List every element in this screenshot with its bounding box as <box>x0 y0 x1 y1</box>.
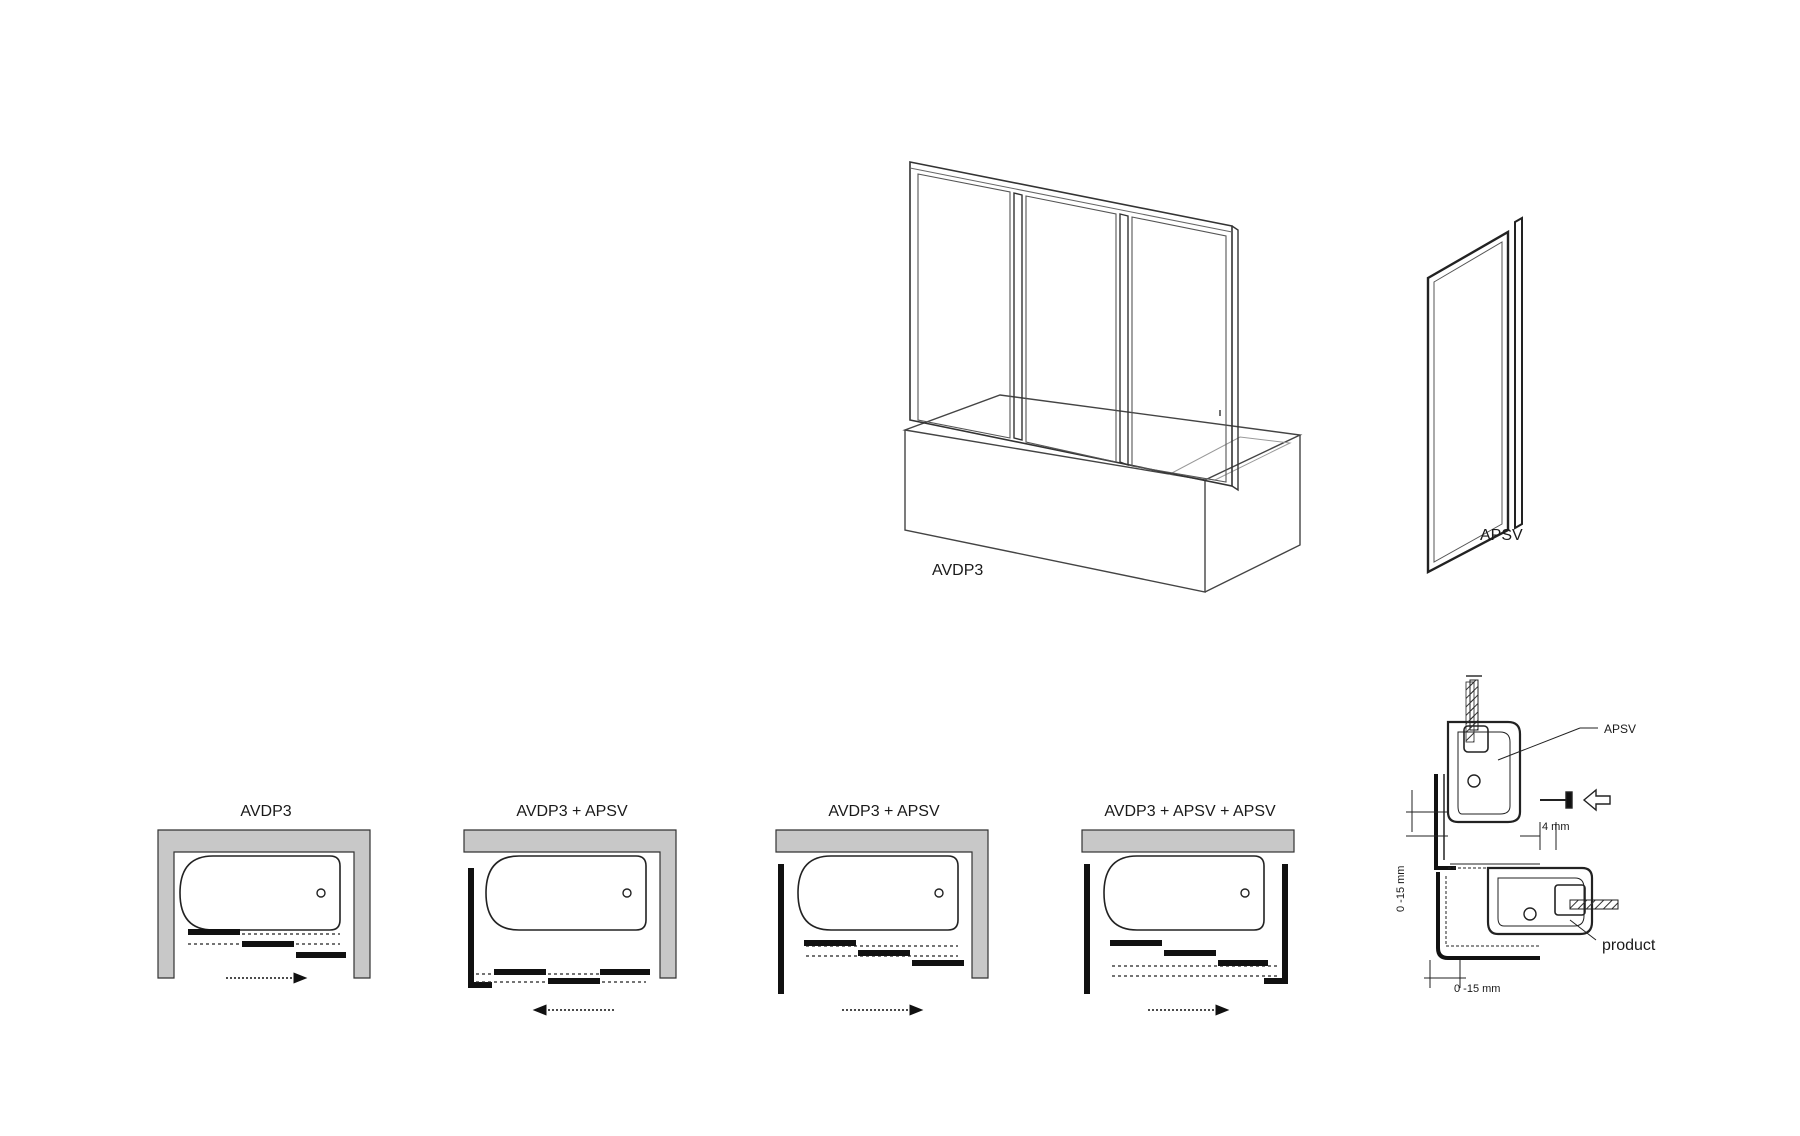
screen-panel-1 <box>917 173 1011 439</box>
iso-bath-label: AVDP3 <box>932 562 983 579</box>
plan-4: AVDP3 + APSV + APSV <box>1081 803 1295 1016</box>
bathtub <box>179 855 341 931</box>
apsv-side-panel <box>468 868 474 988</box>
apsv-profile <box>1446 720 1522 824</box>
detail-range-vertical: 0 -15 mm <box>1395 866 1407 912</box>
wall-gray <box>1081 829 1295 853</box>
wall-gray <box>463 829 677 979</box>
plan-1: AVDP3 <box>157 803 371 984</box>
screen-panel-2 <box>1025 195 1117 463</box>
screen-frame <box>909 161 1233 487</box>
detail-range-horizontal: 0 -15 mm <box>1454 983 1500 995</box>
apsv-side-panel <box>778 864 784 994</box>
apsv-side-panel-right <box>1282 864 1288 984</box>
iso-panel-label: APSV <box>1480 527 1523 544</box>
detail-gap-label: 4 mm <box>1542 821 1570 833</box>
detail-product-label: product <box>1602 937 1656 954</box>
iso-bath-with-screen <box>902 161 1303 593</box>
wall-gray <box>775 829 989 979</box>
plan-2: AVDP3 + APSV <box>463 803 677 1016</box>
product-profile <box>1486 866 1594 936</box>
wall-gray <box>157 829 371 979</box>
apsv-side-panel-left <box>1084 864 1090 994</box>
bathtub <box>797 855 959 931</box>
plan-3: AVDP3 + APSV <box>775 803 989 1016</box>
detail-apsv-label: APSV <box>1604 722 1636 736</box>
bathtub <box>1103 855 1265 931</box>
bathtub <box>485 855 647 931</box>
screen-panel-3 <box>1131 216 1227 483</box>
plan-label: AVDP3 + APSV <box>516 803 628 820</box>
plan-label: AVDP3 + APSV + APSV <box>1104 803 1276 820</box>
plan-label: AVDP3 + APSV <box>828 803 940 820</box>
profile-detail <box>1406 675 1619 988</box>
iso-apsv-panel <box>1426 216 1523 574</box>
plan-label: AVDP3 <box>240 803 291 820</box>
